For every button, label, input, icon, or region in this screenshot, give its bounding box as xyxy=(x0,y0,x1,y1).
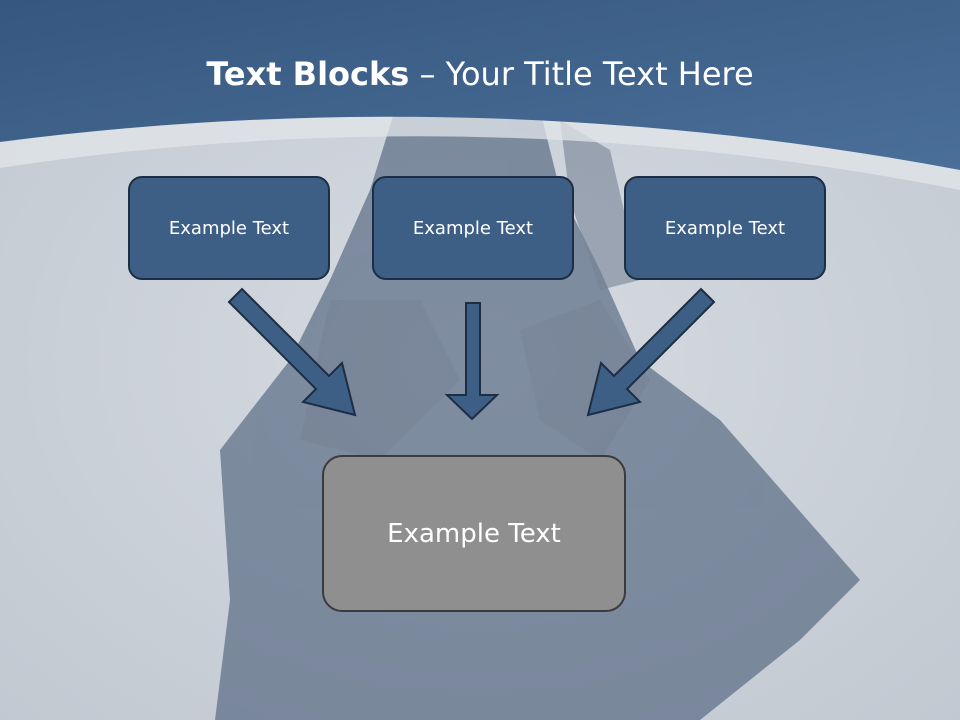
title-bold-part: Text Blocks xyxy=(206,55,410,93)
top-box-center[interactable]: Example Text xyxy=(372,176,574,280)
header-band xyxy=(0,0,960,170)
top-box-left[interactable]: Example Text xyxy=(128,176,330,280)
title-dash: – xyxy=(409,55,446,93)
arrow-center-down[interactable] xyxy=(444,302,500,421)
arrow-left-diagonal[interactable] xyxy=(227,287,357,417)
top-box-left-text: Example Text xyxy=(168,217,290,239)
top-box-right-text: Example Text xyxy=(664,217,786,239)
slide-title: Text Blocks – Your Title Text Here xyxy=(0,52,960,96)
bottom-box-text: Example Text xyxy=(387,518,561,549)
top-box-center-text: Example Text xyxy=(412,217,534,239)
top-box-right[interactable]: Example Text xyxy=(624,176,826,280)
bottom-box[interactable]: Example Text xyxy=(322,455,626,612)
title-rest-part: Your Title Text Here xyxy=(445,55,754,93)
arrow-right-diagonal[interactable] xyxy=(586,287,716,417)
